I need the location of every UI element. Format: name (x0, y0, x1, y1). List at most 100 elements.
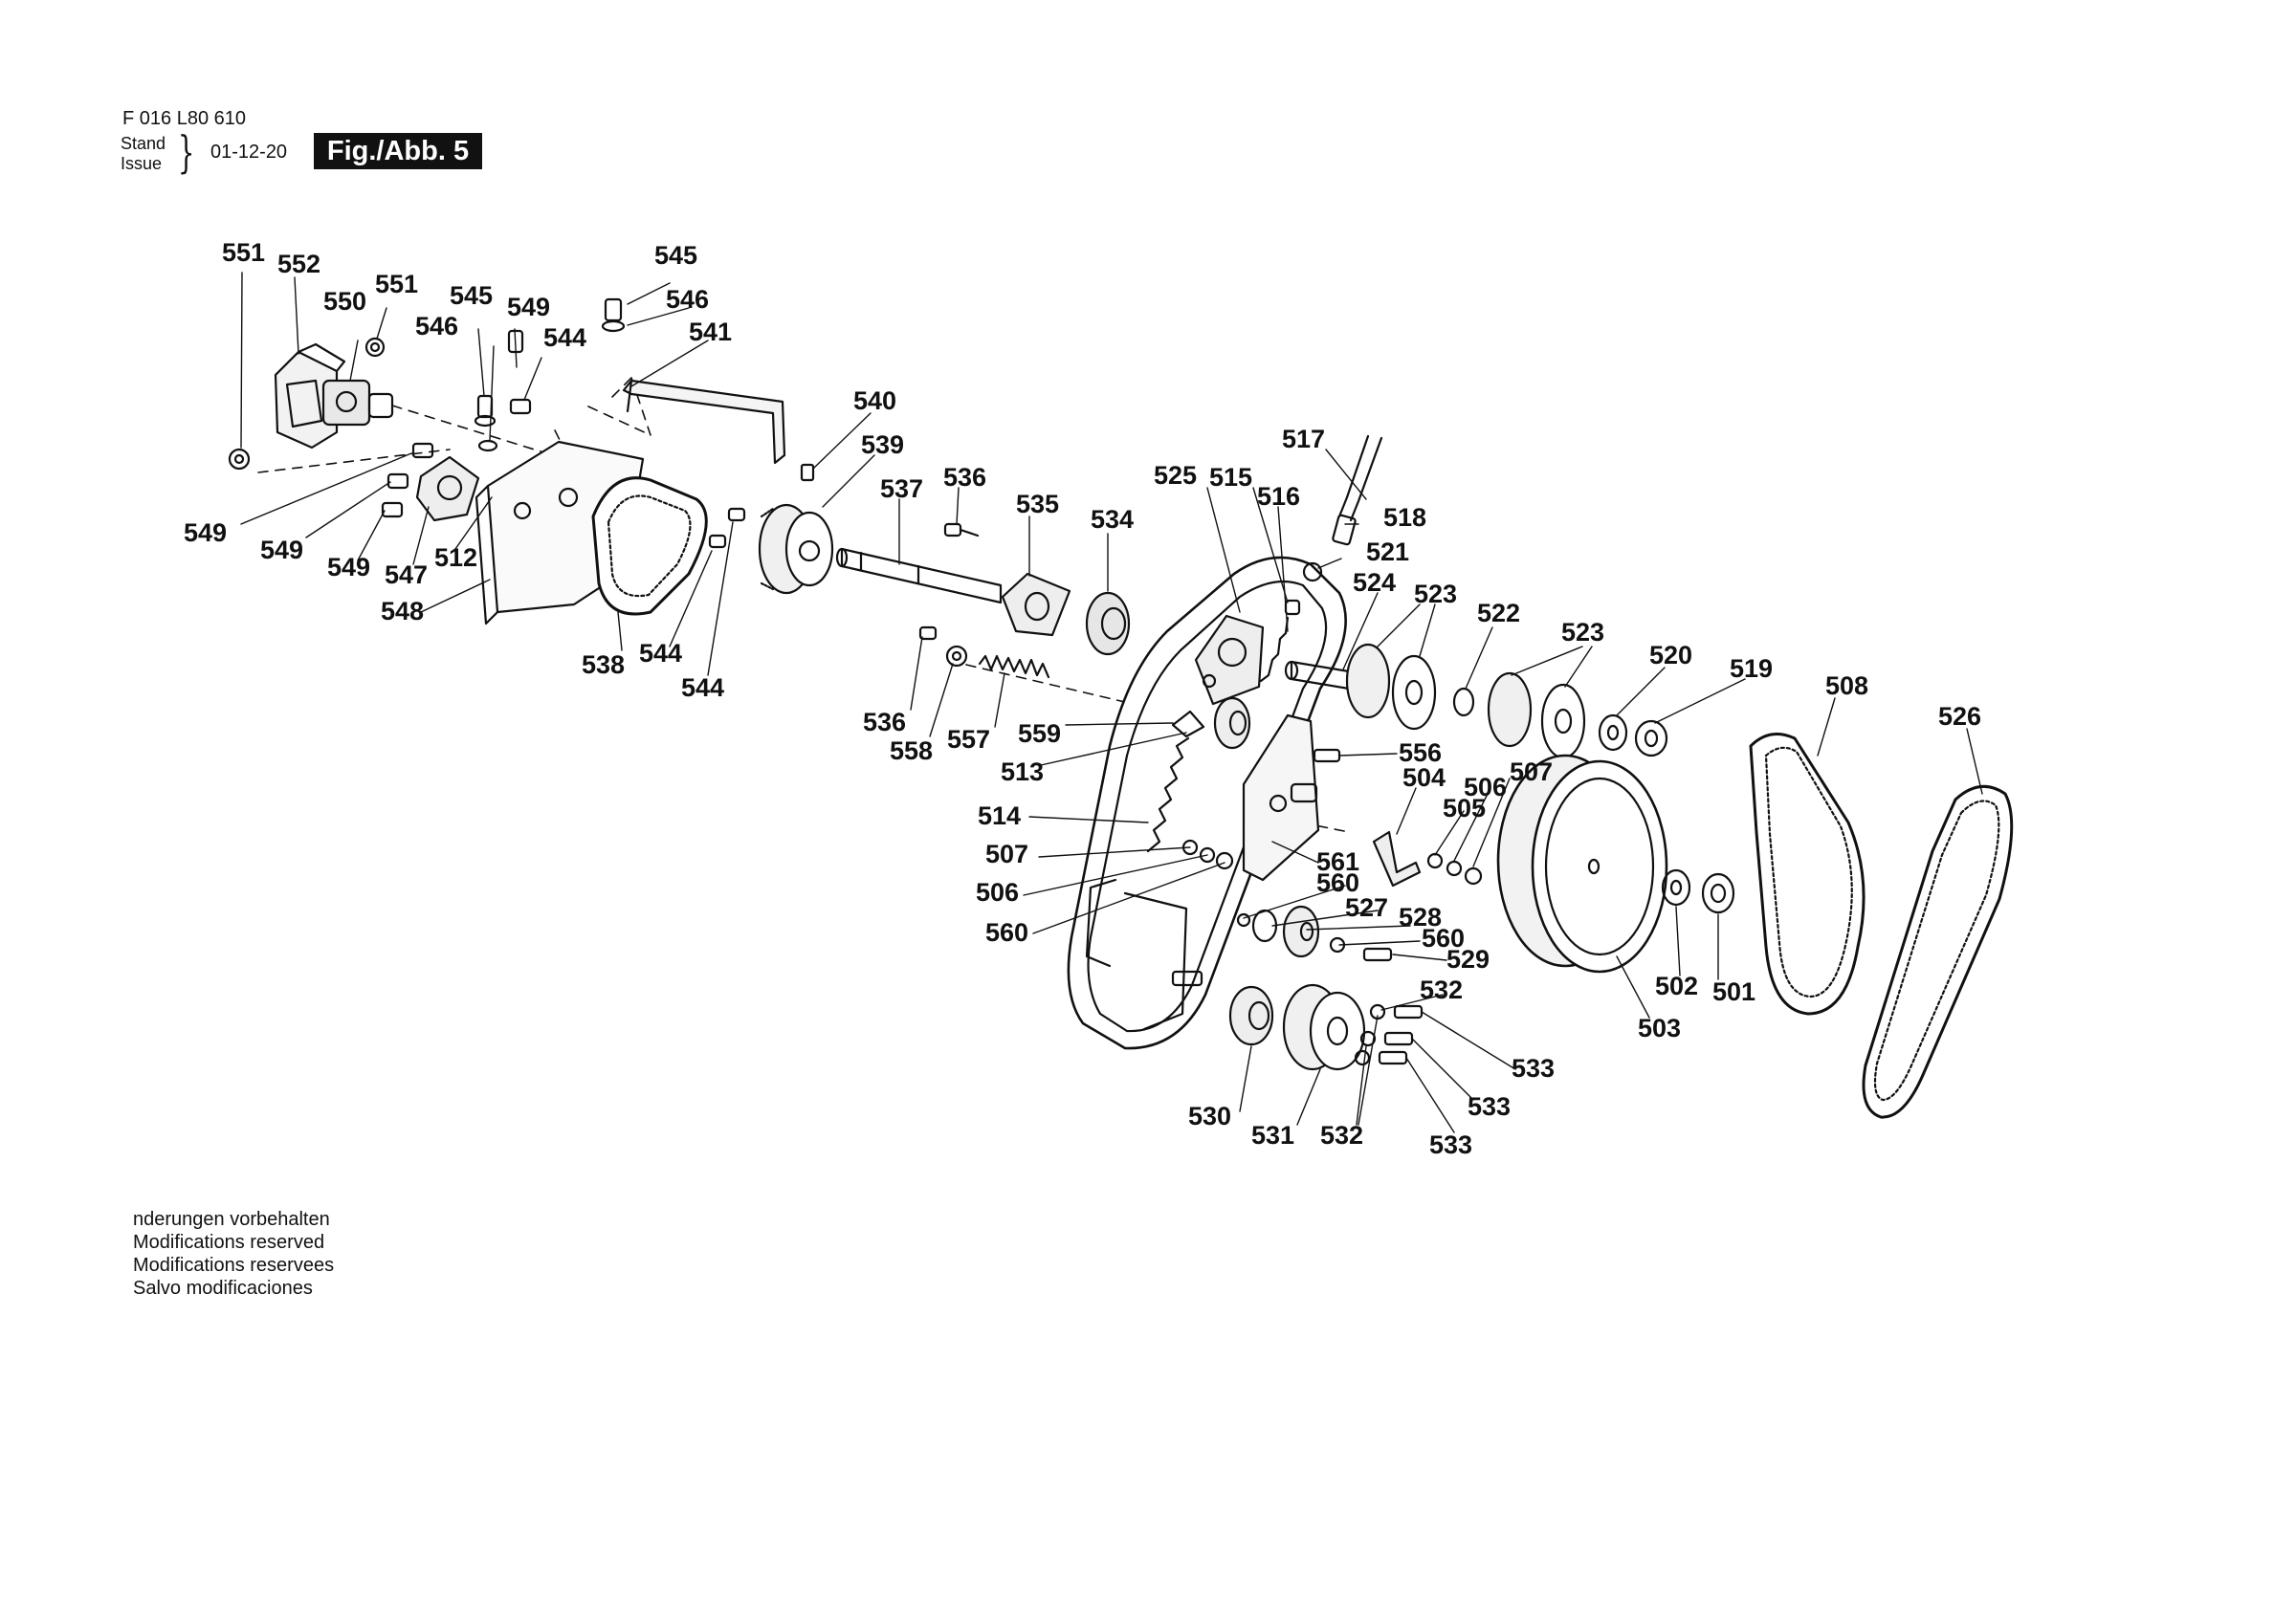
note-line: Modifications reserved (133, 1232, 325, 1253)
callout-label: 518 (1383, 503, 1426, 532)
bolt-544-b (708, 534, 727, 549)
connector-518 (1332, 514, 1357, 546)
belt-526 (1862, 784, 2014, 1119)
callout-label: 549 (260, 536, 303, 564)
bolt-549-c (386, 472, 409, 490)
leader-lines (240, 282, 1983, 1133)
callout-label: 549 (184, 518, 227, 547)
callout-label: 537 (880, 474, 923, 503)
callout-label: 538 (582, 650, 625, 679)
leader-552 (294, 276, 299, 355)
callout-label: 520 (1649, 641, 1692, 669)
callout-label: 506 (976, 878, 1019, 907)
callout-label: 544 (543, 323, 586, 352)
callout-label: 514 (978, 801, 1021, 830)
callout-label: 560 (985, 918, 1028, 947)
callout-label: 539 (861, 430, 904, 459)
disclaimer-notes: nderungen vorbehalten Modifications rese… (133, 1208, 334, 1300)
callout-label: 507 (985, 840, 1028, 868)
callout-label: 533 (1512, 1054, 1555, 1083)
bushing-522 (1452, 687, 1475, 717)
callout-label: 536 (863, 708, 906, 736)
nut-551-bottom (228, 448, 251, 471)
pulley-523-b (1487, 671, 1586, 759)
spring-514 (1146, 736, 1190, 853)
nut-521 (1302, 561, 1323, 582)
brace-glyph: } (177, 126, 195, 178)
bearing-534 (1085, 591, 1131, 656)
callout-label: 533 (1429, 1130, 1472, 1159)
idler-arm-561 (1242, 713, 1320, 882)
callout-label: 545 (654, 241, 697, 270)
washer-520 (1598, 713, 1628, 752)
spring-557 (978, 654, 1050, 679)
housing-cover (1067, 556, 1347, 1050)
callout-label: 547 (385, 560, 428, 589)
callout-label: 517 (1282, 425, 1325, 453)
callout-label: 504 (1402, 763, 1446, 792)
leader-551 (240, 272, 243, 449)
callout-label: 523 (1414, 580, 1457, 608)
figure-label: Fig./Abb. 5 (314, 133, 482, 169)
bolt-529 (1362, 947, 1393, 962)
bolt-544-c (727, 507, 746, 522)
callout-label: 549 (507, 293, 550, 321)
callout-label: 533 (1468, 1092, 1511, 1121)
callout-label: 515 (1209, 463, 1252, 492)
callout-label: 523 (1561, 618, 1604, 647)
callout-label: 532 (1420, 976, 1463, 1004)
nut-558 (945, 645, 968, 668)
bracket-541 (622, 379, 786, 465)
belt-508 (1749, 733, 1866, 1016)
callout-label: 558 (890, 736, 933, 765)
pulley-539 (758, 503, 834, 595)
bolt-545-b (604, 297, 623, 322)
shaft-537 (835, 547, 1003, 604)
callout-label: 535 (1016, 490, 1059, 518)
pulley-528 (1282, 905, 1320, 958)
callout-label: 560 (1422, 924, 1465, 953)
callout-label: 524 (1353, 568, 1396, 597)
callout-label: 540 (853, 386, 896, 415)
callout-label: 522 (1477, 599, 1520, 627)
callout-label: 549 (327, 553, 370, 581)
callout-label: 536 (943, 463, 986, 492)
spring-516 (1259, 616, 1290, 683)
callout-label: 527 (1345, 893, 1388, 922)
document-number: F 016 L80 610 (122, 108, 246, 129)
callout-label: 521 (1366, 537, 1409, 566)
bracket-504 (1372, 830, 1422, 888)
flange-535 (1001, 572, 1071, 637)
note-line: Modifications reservees (133, 1255, 335, 1276)
tensioner-513 (1171, 696, 1251, 750)
callout-label: 556 (1399, 738, 1442, 767)
callout-labels: 551 552 551 550 545 549 546 544 545 546 … (184, 238, 1981, 1159)
callout-label: 529 (1446, 945, 1490, 974)
callout-label: 526 (1938, 702, 1981, 731)
callout-label: 545 (450, 281, 493, 310)
bolt-549-b (411, 442, 434, 459)
callout-label: 505 (1443, 794, 1486, 822)
bolt-lower-housing (1171, 970, 1203, 987)
washer-502 (1661, 868, 1691, 907)
nut-551-top (364, 337, 386, 358)
flange-547 (415, 455, 480, 522)
callout-label: 559 (1018, 719, 1061, 748)
bolt-536-b (918, 625, 938, 641)
pulley-503 (1496, 754, 1668, 974)
bolt-536-a (943, 522, 980, 537)
pulley-523-a (1345, 643, 1437, 731)
nut-501 (1701, 872, 1735, 914)
callout-label: 530 (1188, 1102, 1231, 1130)
washer-546-a (477, 439, 498, 452)
callout-label: 525 (1154, 461, 1197, 490)
callout-label: 546 (666, 285, 709, 314)
callout-label: 516 (1257, 482, 1300, 511)
key-540 (800, 463, 815, 482)
callout-label: 506 (1464, 773, 1507, 801)
callout-label: 561 (1316, 847, 1359, 876)
washer-546-b (601, 319, 626, 333)
callout-label: 501 (1712, 977, 1755, 1006)
callout-label: 541 (689, 318, 732, 346)
